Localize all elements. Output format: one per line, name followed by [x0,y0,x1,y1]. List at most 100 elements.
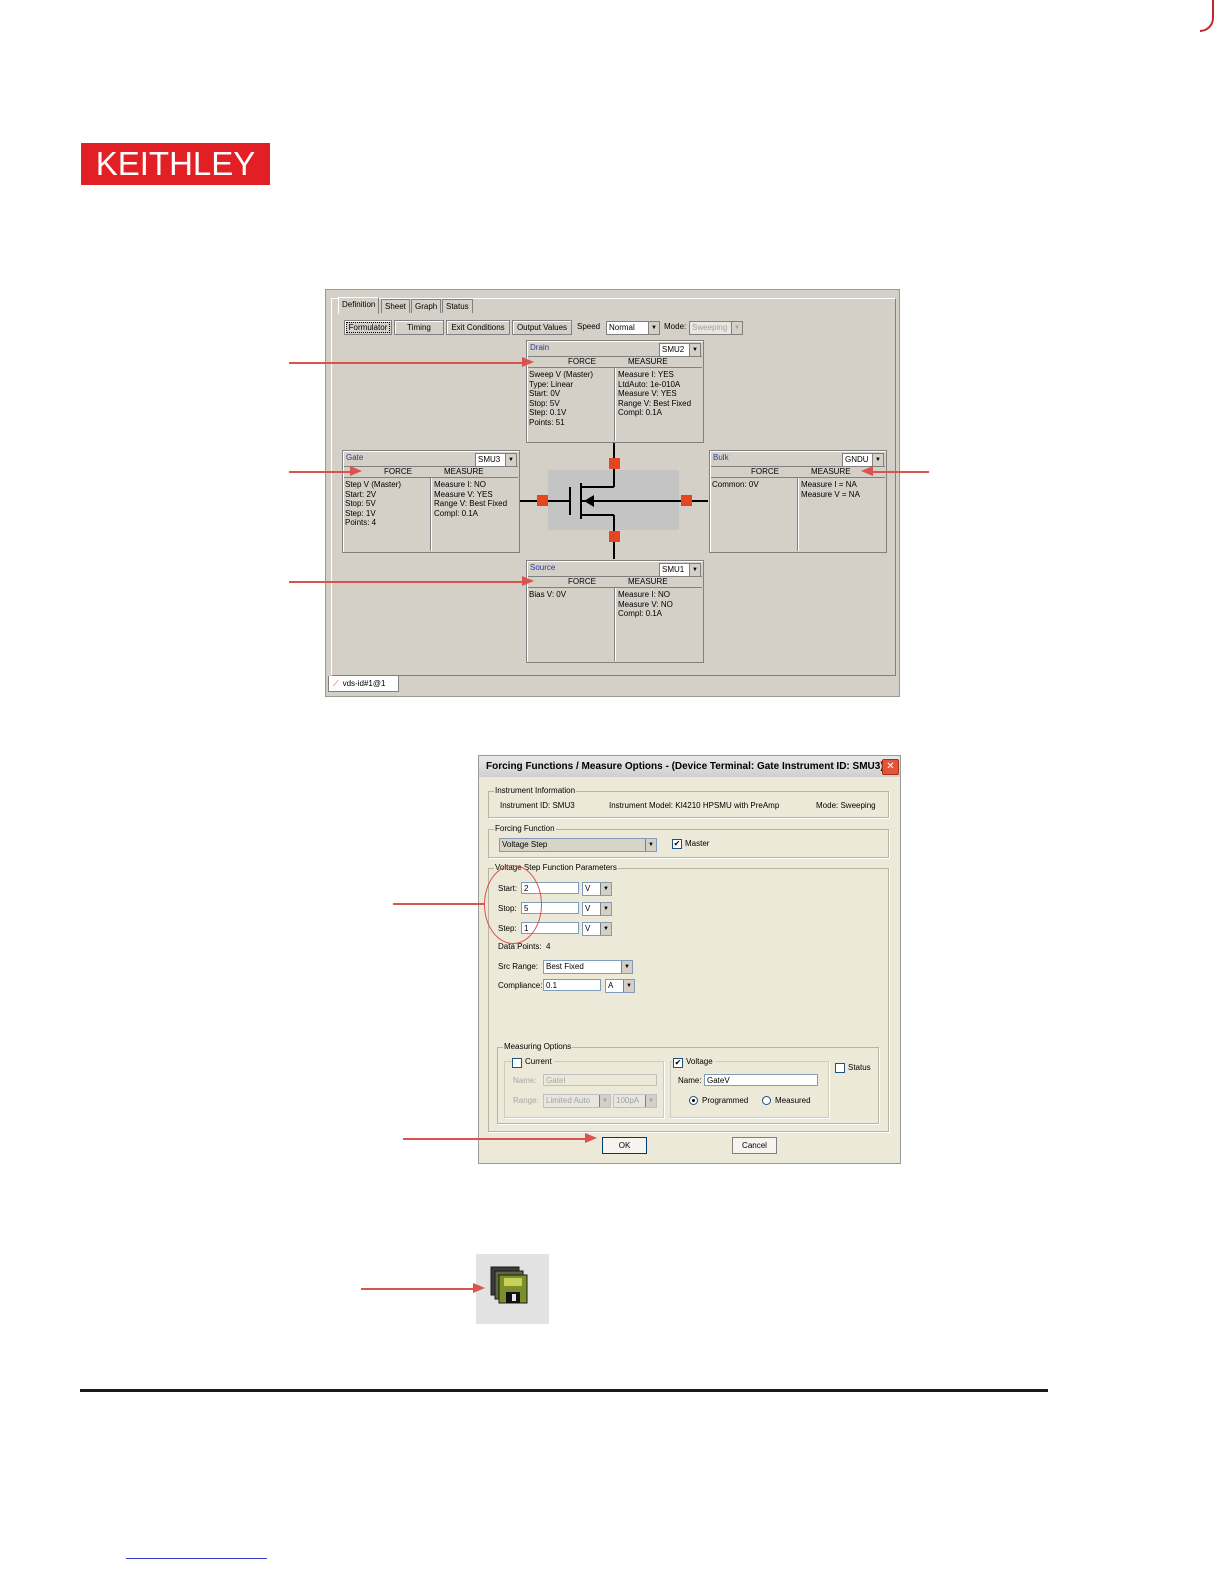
forcing-function-select[interactable]: Voltage Step▼ [499,838,657,852]
arrowhead-icon [522,576,534,586]
master-label: Master [685,839,710,848]
gate-force-line: Step V (Master) [345,480,402,489]
source-force-list: Bias V: 0V [529,590,613,600]
save-all-icon[interactable] [476,1254,549,1324]
gate-measure-line: Range V: Best Fixed [434,499,508,509]
drain-force-line: Step: 0.1V [529,408,567,418]
drain-node[interactable] [609,458,620,469]
force-header: FORCE [568,577,596,586]
mode-select: Sweeping ▼ [689,321,743,335]
gate-force-list: Step V (Master) Start: 2V Stop: 5V Step:… [345,480,429,528]
parameters-label: Voltage Step Function Parameters [494,863,618,872]
source-node[interactable] [609,531,620,542]
measuring-options-group: Measuring Options Current Name: GateI Ra… [497,1042,879,1124]
drain-measure-line: Measure V: YES [618,389,677,399]
annotation-line-params [393,903,485,905]
src-range-value: Best Fixed [546,962,584,971]
tab-status[interactable]: Status [442,299,473,313]
cancel-button[interactable]: Cancel [732,1137,777,1154]
ok-button[interactable]: OK [602,1137,647,1154]
gate-node[interactable] [537,495,548,506]
stop-unit-value: V [585,904,591,913]
kite-definition-window: Definition Sheet Graph Status Formulator… [325,289,900,697]
drain-force-line: Start: 0V [529,389,561,399]
current-range-label: Range: [513,1096,539,1105]
gate-instrument-select[interactable]: SMU3▼ [475,453,517,467]
chevron-down-icon: ▼ [621,961,632,973]
footer-link-underline[interactable] [126,1558,267,1559]
source-measure-line: Compl: 0.1A [618,609,663,619]
bulk-node[interactable] [681,495,692,506]
source-measure-line: Measure I: NO [618,590,671,599]
compliance-label: Compliance: [498,981,543,990]
speed-label: Speed [577,322,601,331]
close-icon[interactable]: ✕ [882,759,899,775]
instrument-mode: Mode: Sweeping [816,801,876,810]
forcing-function-value: Voltage Step [502,840,548,849]
instrument-id: Instrument ID: SMU3 [500,801,575,810]
keithley-logo: KEITHLEY [81,143,270,185]
programmed-radio[interactable] [689,1096,698,1105]
bulk-instrument-value: GNDU [845,455,869,464]
test-document-tab-label: vds-id#1@1 [342,679,386,688]
mosfet-symbol [548,470,679,530]
src-range-select[interactable]: Best Fixed ▼ [543,960,633,974]
gate-force-line: Start: 2V [345,489,377,499]
voltage-checkbox[interactable]: ✔ [673,1058,683,1068]
measured-radio[interactable] [762,1096,771,1105]
start-unit-select[interactable]: V▼ [582,882,612,896]
voltage-label: Voltage [684,1057,715,1066]
compliance-unit-select[interactable]: A▼ [605,979,635,993]
source-wire [613,530,615,559]
drain-measure-line: Measure I: YES [618,370,674,379]
instrument-information-group: Instrument Information Instrument ID: SM… [488,786,889,818]
tab-definition[interactable]: Definition [338,297,380,314]
chevron-down-icon: ▼ [505,454,516,466]
speed-select[interactable]: Normal ▼ [606,321,660,335]
master-checkbox[interactable]: ✔ [672,839,682,849]
current-name-label: Name: [513,1076,537,1085]
footer-rule [80,1389,1048,1392]
exit-conditions-button[interactable]: Exit Conditions [446,320,510,335]
programmed-label: Programmed [702,1096,749,1105]
test-document-tab[interactable]: ⟋vds-id#1@1 [328,676,399,692]
gate-force-line: Points: 4 [345,518,377,528]
bulk-force-list: Common: 0V [712,480,796,490]
stop-unit-select[interactable]: V▼ [582,902,612,916]
force-header: FORCE [568,357,596,366]
chevron-down-icon: ▼ [648,322,659,334]
drain-force-line: Points: 51 [529,417,565,427]
chevron-down-icon: ▼ [600,883,611,895]
output-values-button[interactable]: Output Values [512,320,572,335]
formulator-button[interactable]: Formulator [344,320,392,335]
current-checkbox[interactable] [512,1058,522,1068]
step-unit-select[interactable]: V▼ [582,922,612,936]
source-instrument-select[interactable]: SMU1▼ [659,563,701,577]
compliance-input[interactable]: 0.1 [543,979,601,991]
current-range-value: Limited Auto [546,1096,591,1105]
gate-measure-line: Measure I: NO [434,480,487,489]
tab-sheet[interactable]: Sheet [381,299,410,313]
current-label: Current [523,1057,554,1066]
drain-instrument-select[interactable]: SMU2▼ [659,343,701,357]
annotation-arrow-bulk [872,471,929,473]
drain-measure-line: LtdAuto: 1e-010A [618,379,681,389]
current-range-min-value: 100pA [616,1096,640,1105]
voltage-name-input[interactable]: GateV [704,1074,818,1086]
arrowhead-icon [861,466,873,476]
data-points-label: Data Points: [498,942,542,951]
bulk-instrument-select[interactable]: GNDU▼ [842,453,884,467]
radio-dot [692,1099,695,1102]
current-group: Current Name: GateI Range: Limited Auto▼… [504,1057,664,1118]
tab-graph[interactable]: Graph [411,299,442,313]
current-range-min-select: 100pA▼ [613,1094,657,1108]
status-checkbox[interactable] [835,1063,845,1073]
measure-header: MEASURE [628,577,668,586]
timing-button[interactable]: Timing [394,320,444,335]
measured-label: Measured [775,1096,811,1105]
